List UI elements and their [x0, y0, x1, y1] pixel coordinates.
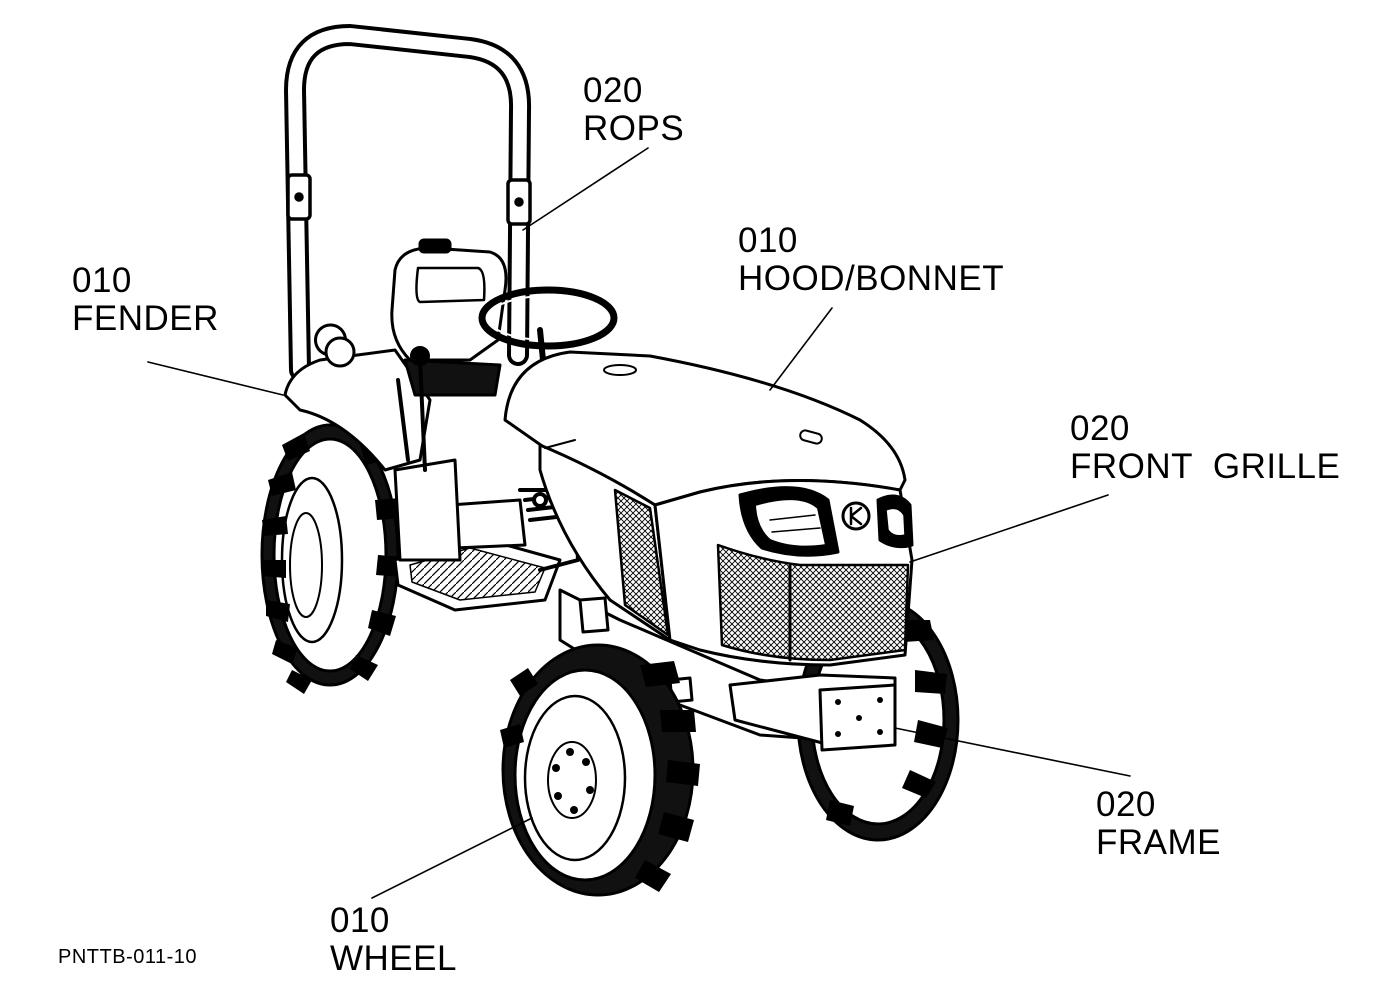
callout-rops-number: 020 [583, 71, 643, 110]
floor-step [393, 458, 562, 612]
callout-frame-name: FRAME [1096, 823, 1221, 862]
callout-grille-number: 020 [1070, 409, 1130, 448]
leader-lines [147, 147, 1131, 899]
callout-fender: 010 FENDER [72, 262, 219, 338]
figure-code: PNTTB-011-10 [58, 946, 198, 968]
front-face [653, 478, 914, 667]
leader-hood [769, 307, 833, 391]
callout-rops: 020 ROPS [583, 72, 684, 148]
callout-rops-name: ROPS [583, 109, 685, 148]
callout-grille: 020 FRONT GRILLE [1070, 410, 1340, 486]
callout-hood-number: 010 [738, 221, 798, 260]
leader-rops [522, 147, 649, 231]
callout-wheel-name: WHEEL [330, 939, 457, 978]
callout-fender-number: 010 [72, 261, 132, 300]
callout-hood-name: HOOD/BONNET [738, 259, 1005, 298]
callout-frame-number: 020 [1096, 785, 1156, 824]
front-grille-mesh [716, 543, 910, 662]
callout-grille-name: FRONT GRILLE [1070, 447, 1341, 486]
leader-frame [894, 727, 1131, 777]
callout-hood: 010 HOOD/BONNET [738, 222, 1004, 298]
frame [558, 588, 897, 752]
callout-wheel-number: 010 [330, 901, 390, 940]
front-left-wheel [500, 643, 700, 897]
callout-fender-name: FENDER [72, 299, 219, 338]
fender [283, 323, 432, 472]
leader-wheel [371, 817, 533, 899]
rops-frame [284, 24, 532, 381]
leader-grille [909, 494, 1109, 563]
seat [390, 238, 508, 397]
callout-wheel: 010 WHEEL [330, 902, 457, 978]
callout-frame: 020 FRAME [1096, 786, 1221, 862]
leader-fender [147, 361, 284, 396]
